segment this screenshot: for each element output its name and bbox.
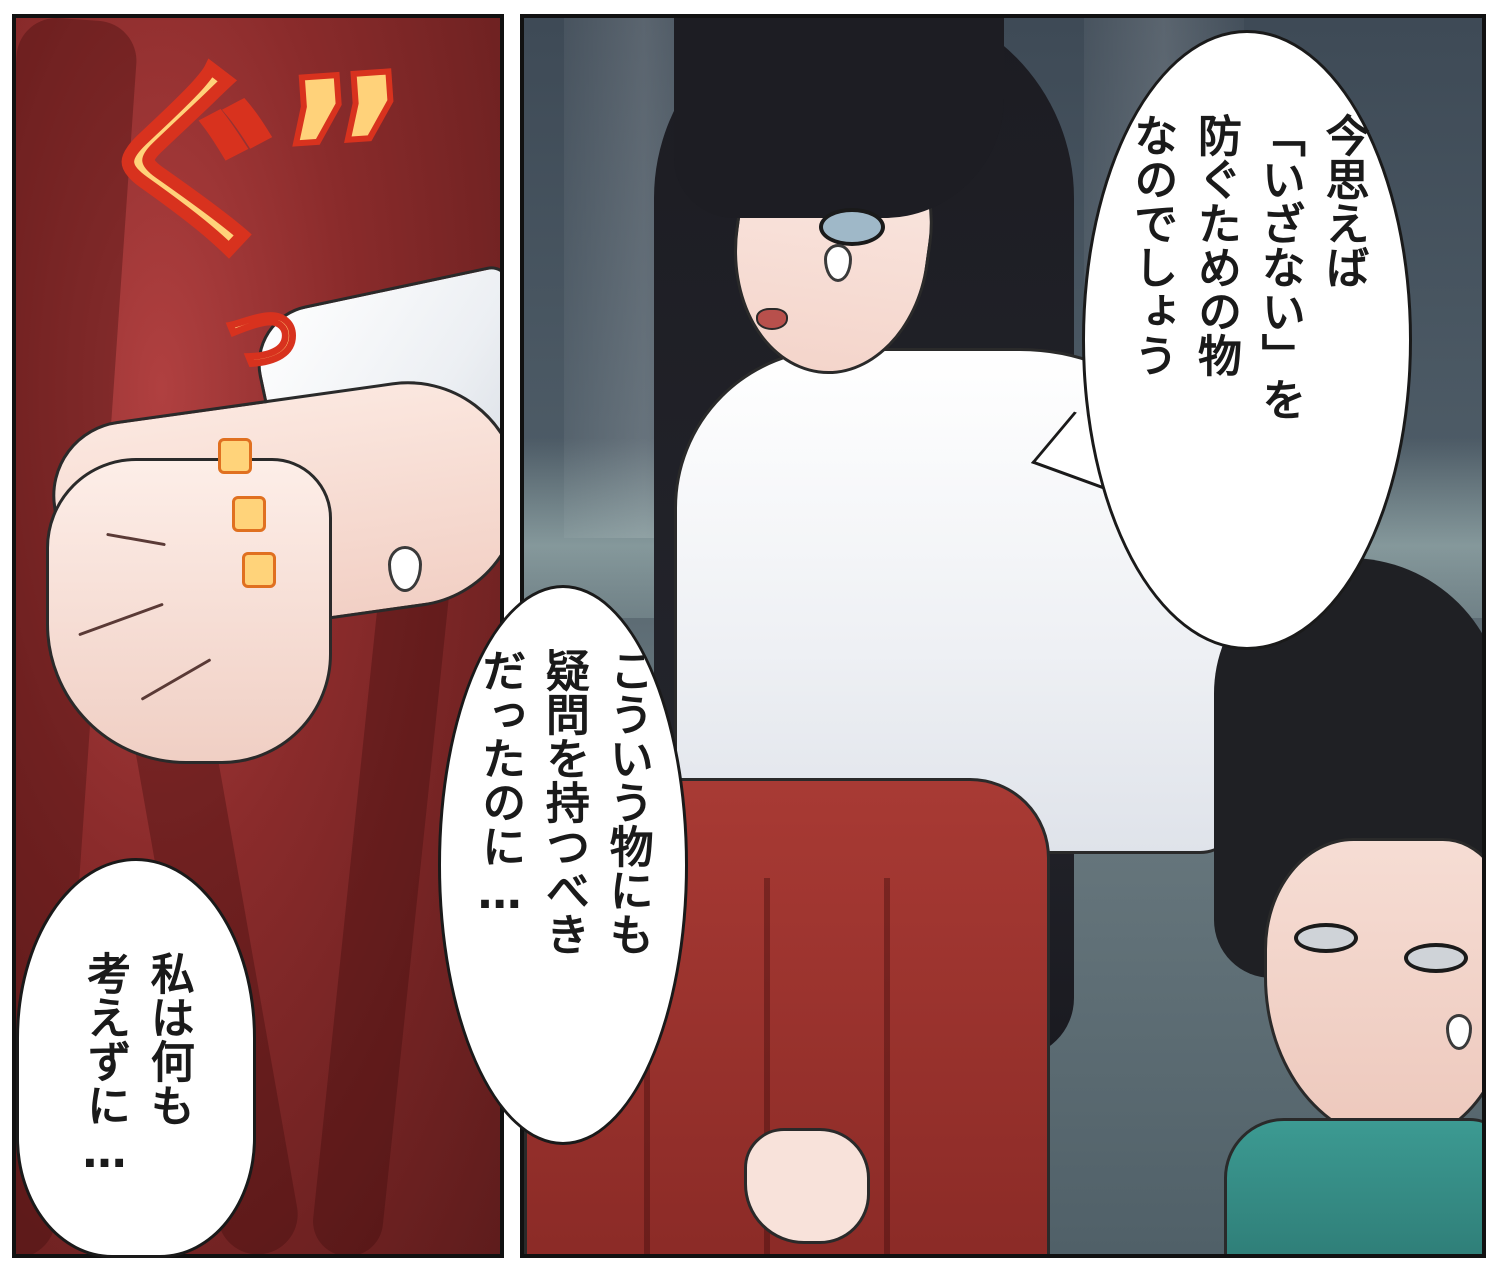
- sweat-drop: [1446, 1014, 1472, 1050]
- sound-effect-gu: ぐ”: [77, 27, 407, 299]
- tension-mark: [242, 552, 276, 588]
- speech-bubble-bottom-left: 私は何も 考えずに…: [16, 858, 256, 1258]
- hakama-pleat: [764, 878, 770, 1254]
- speech-text-bottom-left: 私は何も 考えずに…: [79, 951, 194, 1178]
- sound-effect-small-tsu: っ: [214, 278, 308, 383]
- sfx-main-glyph: ぐ: [77, 35, 290, 299]
- boy-eye: [1404, 943, 1468, 973]
- girl-eye: [819, 208, 885, 246]
- speech-text-top-right: 今思えば 「いざない」を 防ぐための物 なのでしょう: [1126, 113, 1369, 421]
- girl-mouth: [756, 308, 788, 330]
- boy-eye: [1294, 923, 1358, 953]
- sfx-dakuten-glyph: ”: [266, 27, 407, 286]
- girl-hand: [744, 1128, 870, 1244]
- tension-mark: [218, 438, 252, 474]
- hakama-pleat: [884, 878, 890, 1254]
- sweat-drop: [388, 546, 422, 592]
- girl-bangs: [674, 18, 1004, 218]
- speech-bubble-top-right: 今思えば 「いざない」を 防ぐための物 なのでしょう: [1082, 30, 1412, 650]
- boy-face: [1264, 838, 1482, 1144]
- tension-mark: [232, 496, 266, 532]
- clenched-fist: [46, 458, 332, 764]
- boy-teal-shirt: [1224, 1118, 1482, 1254]
- speech-bubble-middle: こういう物にも 疑問を持つべき だったのに…: [438, 585, 688, 1145]
- sweat-drop: [824, 244, 852, 282]
- speech-text-middle: こういう物にも 疑問を持つべき だったのに…: [474, 648, 653, 956]
